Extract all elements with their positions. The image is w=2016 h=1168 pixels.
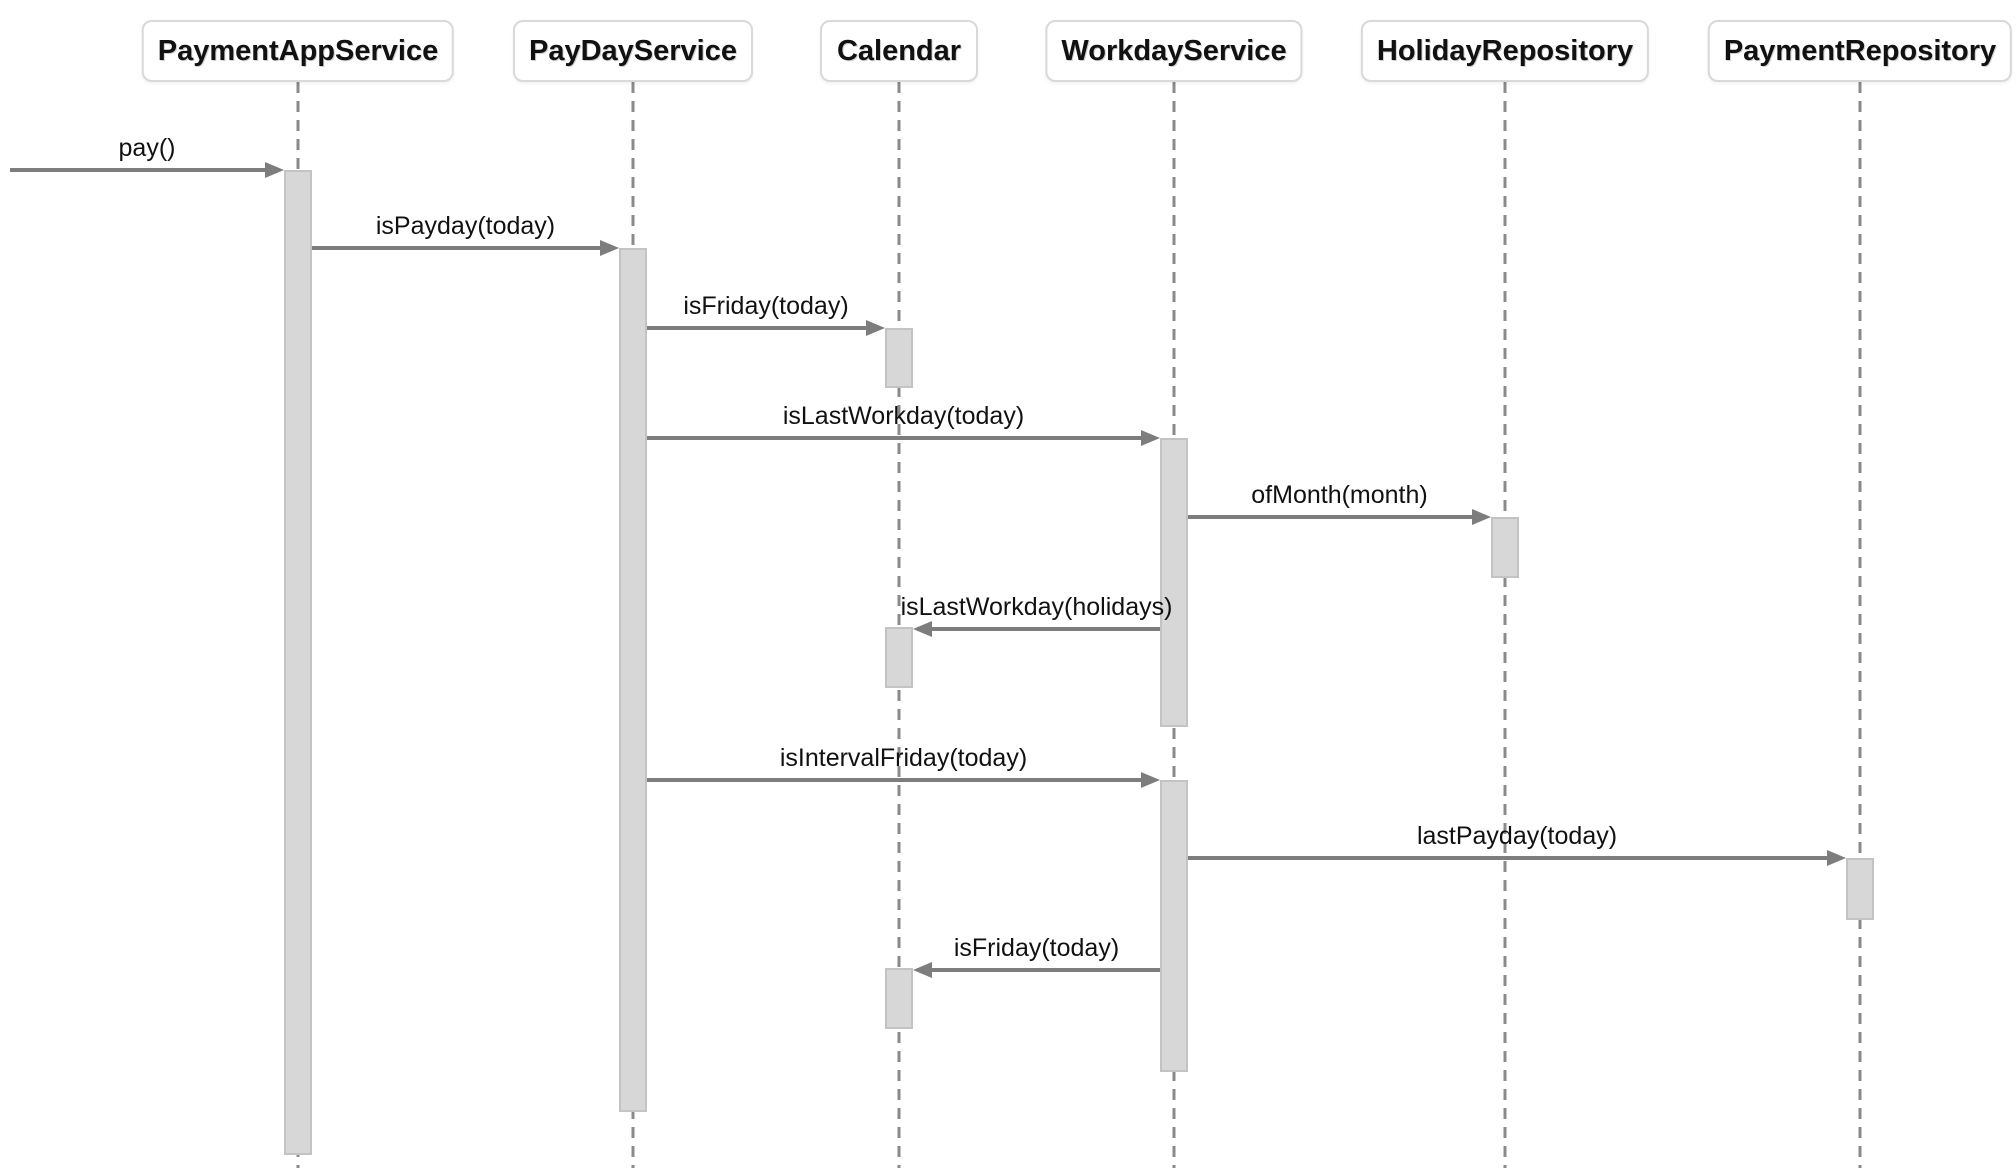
arrowhead-icon bbox=[866, 320, 885, 336]
message-line-7 bbox=[1188, 856, 1829, 860]
message-label-0: pay() bbox=[118, 134, 176, 162]
arrowhead-icon bbox=[913, 962, 932, 978]
activation-bar-calendar bbox=[885, 968, 913, 1029]
message-label-3: isLastWorkday(today) bbox=[782, 402, 1025, 430]
participant-label: HolidayRepository bbox=[1376, 34, 1634, 67]
message-line-6 bbox=[647, 778, 1143, 782]
lifeline-calendar bbox=[897, 82, 901, 1168]
activation-bar-workdayservice bbox=[1160, 438, 1188, 727]
participant-box-paymentrepository: PaymentRepository bbox=[1707, 20, 2013, 82]
activation-bar-holidayrepository bbox=[1491, 517, 1519, 578]
arrowhead-icon bbox=[600, 240, 619, 256]
message-label-8: isFriday(today) bbox=[953, 934, 1120, 962]
arrowhead-icon bbox=[1472, 509, 1491, 525]
lifeline-paymentrepository bbox=[1858, 82, 1862, 1168]
message-label-4: ofMonth(month) bbox=[1251, 481, 1428, 509]
arrowhead-icon bbox=[1827, 850, 1846, 866]
message-line-8 bbox=[930, 968, 1160, 972]
participant-box-workdayservice: WorkdayService bbox=[1045, 20, 1303, 82]
arrowhead-icon bbox=[913, 621, 932, 637]
activation-bar-paymentappservice bbox=[284, 170, 312, 1155]
message-line-5 bbox=[930, 627, 1160, 631]
arrowhead-icon bbox=[1141, 430, 1160, 446]
message-line-0 bbox=[10, 168, 267, 172]
participant-label: PayDayService bbox=[529, 34, 737, 67]
arrowhead-icon bbox=[265, 162, 284, 178]
message-line-3 bbox=[647, 436, 1143, 440]
message-label-6: isIntervalFriday(today) bbox=[779, 744, 1028, 772]
message-label-2: isFriday(today) bbox=[683, 292, 849, 320]
message-label-5: isLastWorkday(holidays) bbox=[900, 593, 1173, 621]
participant-box-calendar: Calendar bbox=[820, 20, 978, 82]
message-line-2 bbox=[647, 326, 868, 330]
participant-label: PaymentAppService bbox=[157, 34, 439, 67]
message-label-1: isPayday(today) bbox=[375, 212, 556, 240]
participant-label: PaymentRepository bbox=[1723, 34, 1997, 67]
participant-label: WorkdayService bbox=[1061, 34, 1287, 67]
message-line-4 bbox=[1188, 515, 1474, 519]
lifeline-holidayrepository bbox=[1503, 82, 1507, 1168]
activation-bar-workdayservice bbox=[1160, 780, 1188, 1072]
activation-bar-paydayservice bbox=[619, 248, 647, 1112]
activation-bar-paymentrepository bbox=[1846, 858, 1874, 920]
arrowhead-icon bbox=[1141, 772, 1160, 788]
participant-box-paydayservice: PayDayService bbox=[513, 20, 753, 82]
participant-box-paymentappservice: PaymentAppService bbox=[141, 20, 455, 82]
participant-box-holidayrepository: HolidayRepository bbox=[1360, 20, 1650, 82]
participant-label: Calendar bbox=[836, 34, 962, 67]
message-line-1 bbox=[312, 246, 602, 250]
activation-bar-calendar bbox=[885, 627, 913, 688]
activation-bar-calendar bbox=[885, 328, 913, 388]
message-label-7: lastPayday(today) bbox=[1416, 822, 1618, 850]
